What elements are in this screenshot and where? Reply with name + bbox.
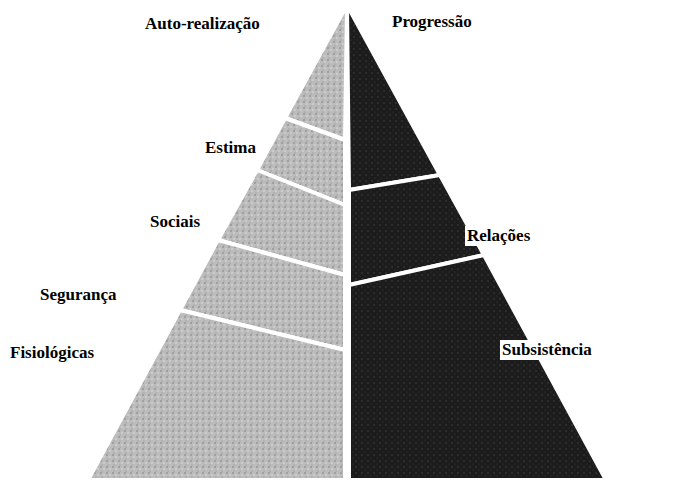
need-label: Progressão — [390, 12, 474, 32]
band-outline — [88, 310, 345, 480]
band-outline — [349, 255, 606, 480]
band-fill — [347, 5, 440, 190]
need-label: Fisiológicas — [10, 343, 94, 363]
need-label: Relações — [465, 226, 532, 246]
need-label: Subsistência — [500, 340, 594, 360]
need-label: Auto-realização — [145, 14, 260, 34]
existence-band: Subsistência — [349, 255, 606, 480]
band-outline — [347, 5, 440, 190]
band-fill — [88, 310, 345, 480]
need-label: Segurança — [40, 285, 117, 305]
growth-band: Progressão — [347, 5, 440, 190]
need-label: Estima — [205, 138, 256, 158]
need-label: Sociais — [150, 212, 200, 232]
band-fill — [349, 255, 606, 480]
physiological-band: Fisiológicas — [88, 310, 345, 480]
